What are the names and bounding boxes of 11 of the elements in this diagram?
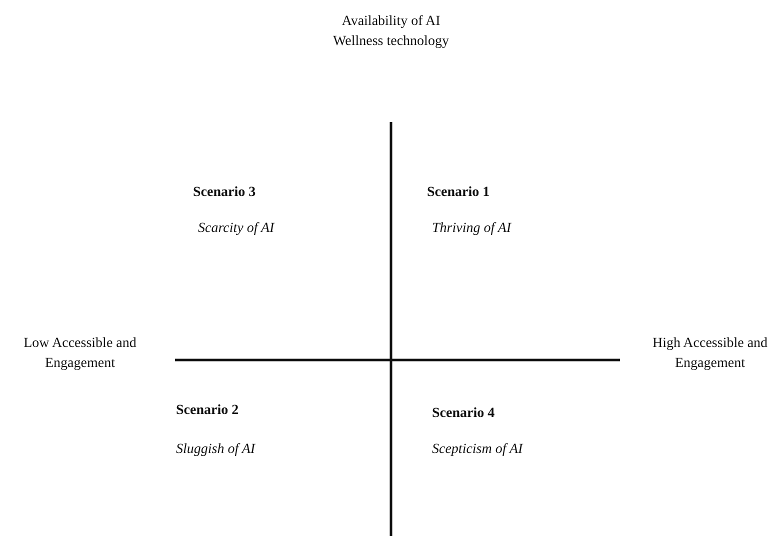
axis-label: Low Accessible and Engagement [24,336,136,371]
scenario-name: Thriving of AI [432,221,512,236]
scenario-heading: Scenario 4 [432,406,495,421]
scenario-heading: Scenario 2 [176,403,239,418]
scenario-name: Scarcity of AI [198,221,274,236]
axis-label: Availability of AI Wellness technology [333,14,449,49]
scenario-name: Sluggish of AI [176,442,256,457]
scenario-heading: Scenario 3 [193,185,256,200]
scenario-heading: Scenario 1 [427,185,490,200]
scenario-name: Scepticism of AI [432,442,523,457]
axis-label: High Accessible and Engagement [652,336,768,371]
